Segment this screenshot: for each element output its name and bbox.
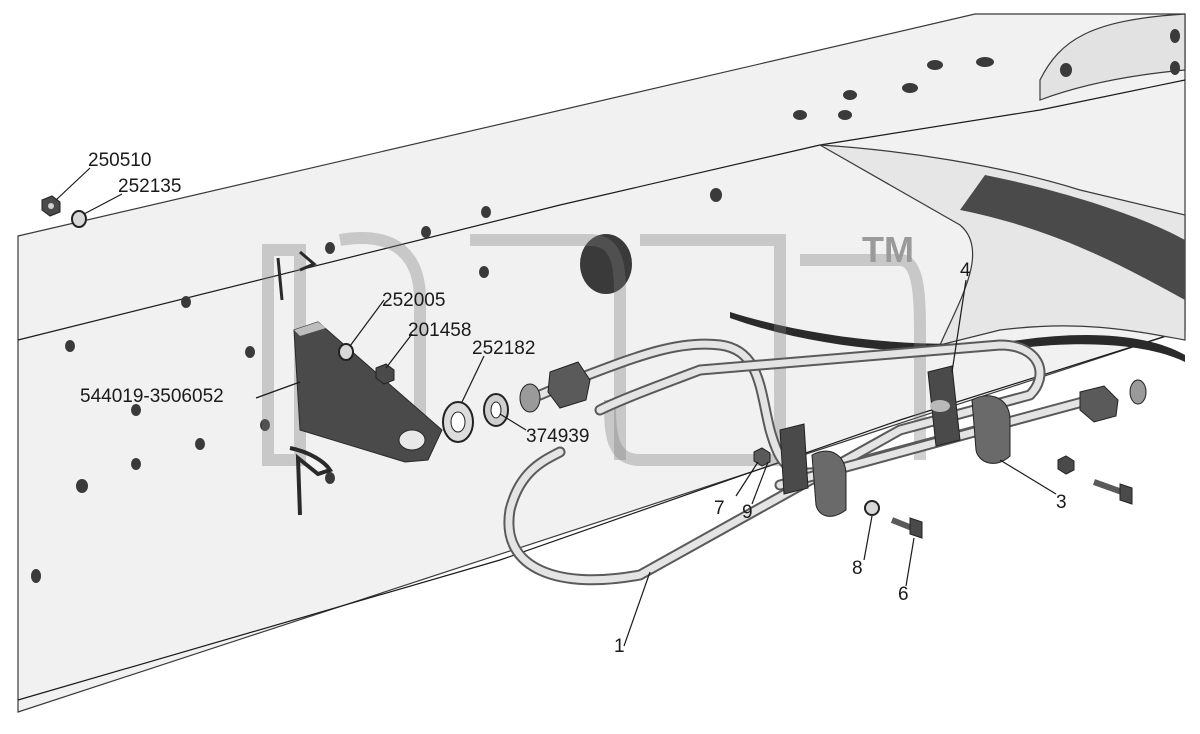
label-544019-3506052: 544019-3506052 — [80, 386, 224, 407]
washer-374939 — [483, 393, 509, 427]
cross-member — [819, 144, 1186, 346]
label-4: 4 — [960, 260, 971, 281]
washer-252135 — [71, 210, 87, 228]
tube-nut-left — [547, 361, 591, 409]
label-7: 7 — [714, 498, 725, 519]
label-252182: 252182 — [472, 338, 535, 359]
label-201458: 201458 — [408, 320, 471, 341]
clamp-left — [779, 423, 847, 517]
bolt-right — [1092, 479, 1133, 505]
tube-nut-right — [1079, 385, 1119, 423]
label-1: 1 — [614, 636, 625, 657]
washer-252005 — [338, 343, 354, 361]
label-374939: 374939 — [526, 426, 589, 447]
label-252135: 252135 — [118, 176, 181, 197]
label-3: 3 — [1056, 492, 1067, 513]
label-8: 8 — [852, 558, 863, 579]
dark-strip — [730, 312, 1185, 362]
leader-lines — [55, 167, 1057, 647]
part-labels: 250510 252135 252005 201458 252182 54401… — [80, 150, 1067, 657]
label-252005: 252005 — [382, 290, 445, 311]
bolt-6 — [890, 517, 923, 539]
trademark-mark: TM — [862, 229, 914, 270]
clamp-4 — [927, 365, 961, 447]
clamp-3 — [971, 395, 1011, 464]
bracket-544019 — [276, 250, 443, 516]
label-6: 6 — [898, 584, 909, 605]
frame-rail — [17, 13, 1186, 713]
nut-250510 — [41, 195, 61, 217]
nut-201458 — [375, 363, 395, 385]
frame-flange — [1039, 13, 1186, 101]
nut-right — [1057, 455, 1075, 475]
nut-7-9 — [753, 447, 771, 467]
label-9: 9 — [742, 502, 753, 523]
frame-holes — [31, 29, 1180, 583]
cross-member-dark — [960, 175, 1185, 300]
washer-8 — [864, 500, 880, 516]
label-250510: 250510 — [88, 150, 151, 171]
washer-252182 — [442, 401, 474, 443]
